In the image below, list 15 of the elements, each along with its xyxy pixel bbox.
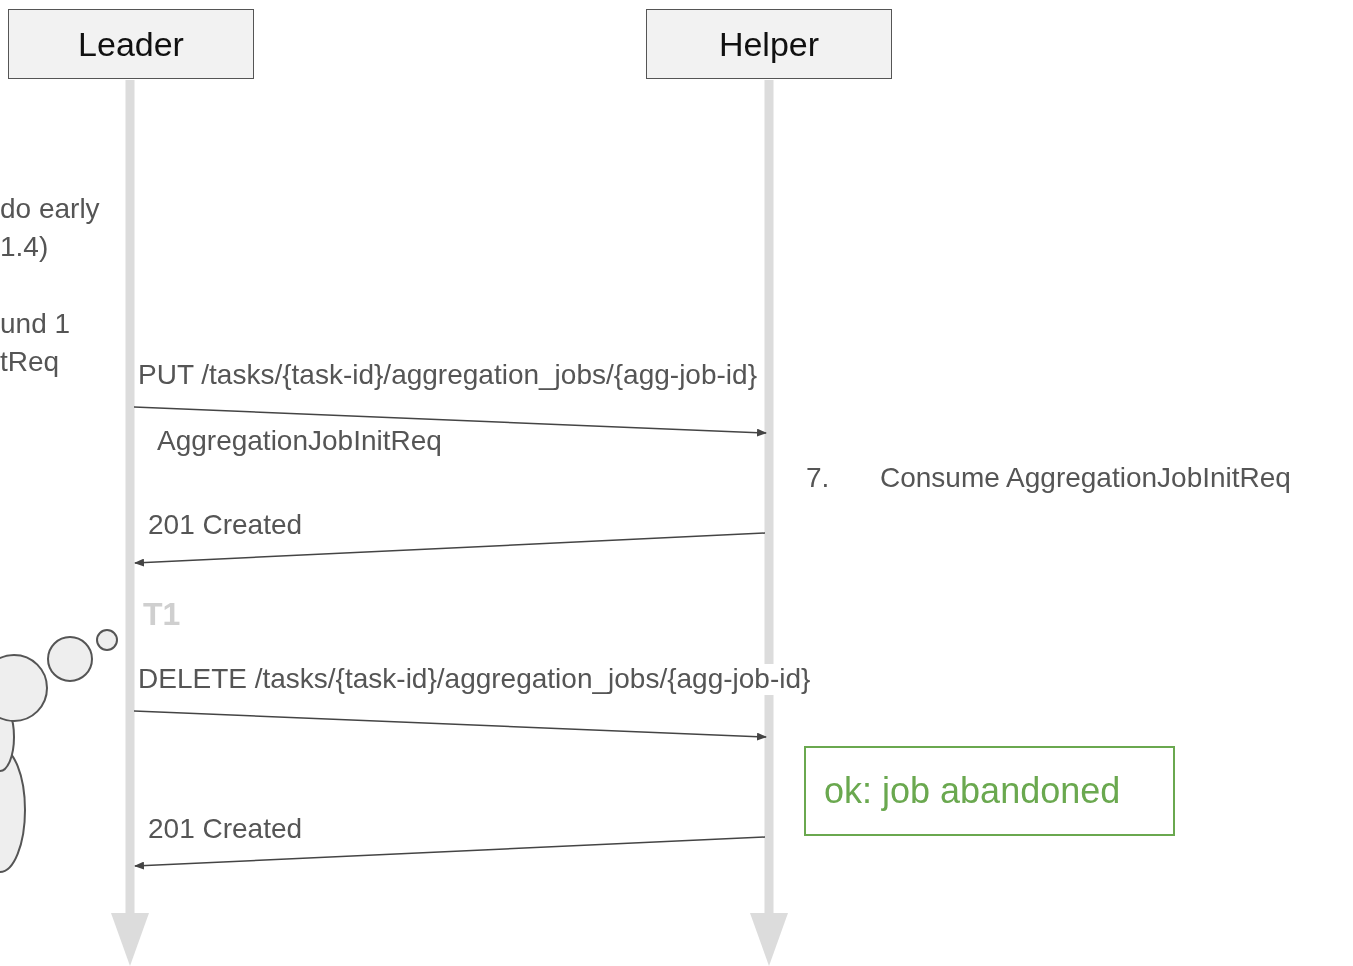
note-text: und 1: [0, 308, 71, 341]
arrow: [134, 532, 766, 567]
arrow: [134, 836, 766, 870]
note-text: tReq: [0, 346, 60, 379]
message-payload: AggregationJobInitReq: [157, 425, 442, 458]
arrow: [133, 406, 767, 437]
participant-box: Leader: [8, 9, 254, 79]
note-text: 1.4): [0, 231, 49, 264]
note-text: do early: [0, 193, 100, 226]
participant-box: Helper: [646, 9, 892, 79]
edge-label: DELETE /tasks/{task-id}/aggregation_jobs/{agg-job-id}: [138, 664, 811, 695]
step-text: Consume AggregationJobInitReq: [880, 462, 1291, 495]
arrow: [133, 710, 767, 741]
note-box: ok: job abandoned: [804, 746, 1175, 836]
step-number: 7.: [806, 462, 830, 495]
